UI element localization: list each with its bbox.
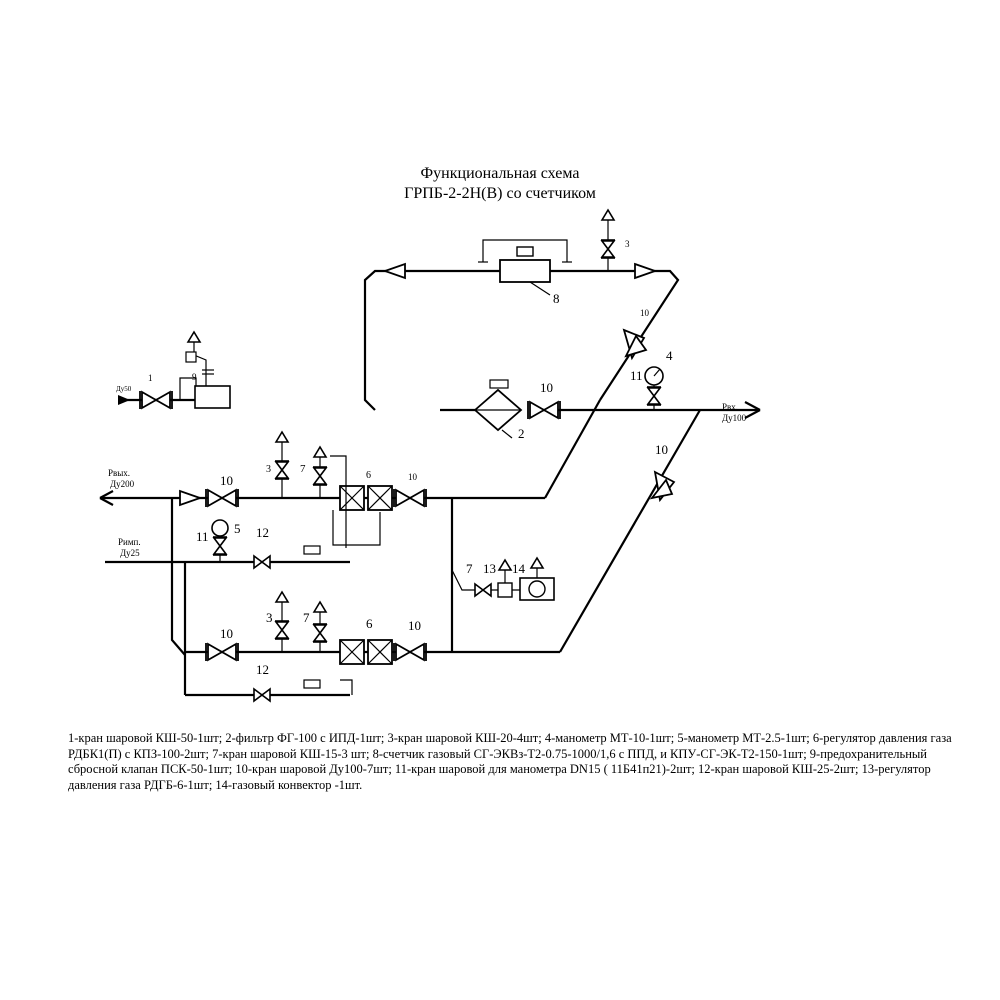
diagram-title-line2: ГРПБ-2-2Н(В) со счетчиком	[404, 185, 596, 202]
callout-3-top: 3	[625, 239, 630, 249]
callout-11-top: 11	[630, 368, 643, 383]
filter-2	[473, 379, 523, 439]
callout-9: 9	[192, 372, 197, 382]
flow-arrow-left	[382, 262, 406, 280]
convector-branch	[451, 557, 555, 601]
callout-10-diag-lower: 10	[655, 442, 668, 457]
impulse-label-name: Римп.	[118, 537, 141, 547]
callout-2: 2	[518, 426, 525, 441]
inlet-label-size: Ду100	[722, 413, 747, 423]
callout-10-lower-right: 10	[408, 618, 421, 633]
outlet-label-name: Рвых.	[108, 468, 130, 478]
impulse-line	[105, 519, 350, 569]
callout-7-upper: 7	[300, 463, 306, 475]
callout-12-lower: 12	[256, 662, 269, 677]
flow-arrow-right	[634, 262, 658, 280]
callout-3-lower: 3	[266, 610, 273, 625]
diagonal-lower	[559, 409, 701, 653]
valve-10-diagonal-lower	[649, 470, 676, 503]
callout-7-branch: 7	[466, 561, 473, 576]
gas-meter-8	[478, 239, 572, 296]
inlet-label-name: Рвх.	[722, 402, 738, 412]
vent-valve-3-top	[600, 209, 616, 271]
meter-loop	[363, 262, 680, 411]
valve-10-inlet	[527, 400, 561, 420]
callout-10-inlet: 10	[540, 380, 553, 395]
callout-10-lower-line: 10	[220, 626, 233, 641]
callout-14: 14	[512, 561, 526, 576]
impulse-label-size: Ду25	[120, 548, 140, 558]
bypass-vertical-left	[170, 498, 186, 656]
relief-valve-9	[118, 331, 231, 410]
callout-5: 5	[234, 521, 241, 536]
callout-7-lower: 7	[303, 610, 310, 625]
regulating-line-lower	[185, 591, 560, 702]
legend-text: 1-кран шаровой КШ-50-1шт; 2-фильтр ФГ-10…	[68, 731, 952, 792]
callout-10-diag-upper: 10	[640, 308, 650, 318]
callout-11-lower: 11	[196, 529, 209, 544]
blowoff-label-size: Ду50	[116, 385, 132, 393]
callout-3-upper: 3	[266, 464, 271, 475]
callout-6-upper: 6	[366, 470, 371, 481]
callout-10-upper-right: 10	[408, 472, 418, 482]
callout-6-lower: 6	[366, 616, 373, 631]
valve-10-diagonal-upper	[622, 328, 648, 361]
diagonal-upper	[544, 399, 601, 499]
callout-13: 13	[483, 561, 496, 576]
regulating-line-upper	[99, 431, 545, 548]
callout-8: 8	[553, 291, 560, 306]
manometer-4	[644, 366, 664, 410]
outlet-label-size: Ду200	[110, 479, 135, 489]
callout-4: 4	[666, 348, 673, 363]
callout-12-upper: 12	[256, 525, 269, 540]
diagram-title-line1: Функциональная схема	[420, 165, 580, 182]
inlet-main-pipe	[440, 401, 761, 419]
callout-10-upper-line: 10	[220, 473, 233, 488]
callout-1: 1	[148, 373, 153, 383]
